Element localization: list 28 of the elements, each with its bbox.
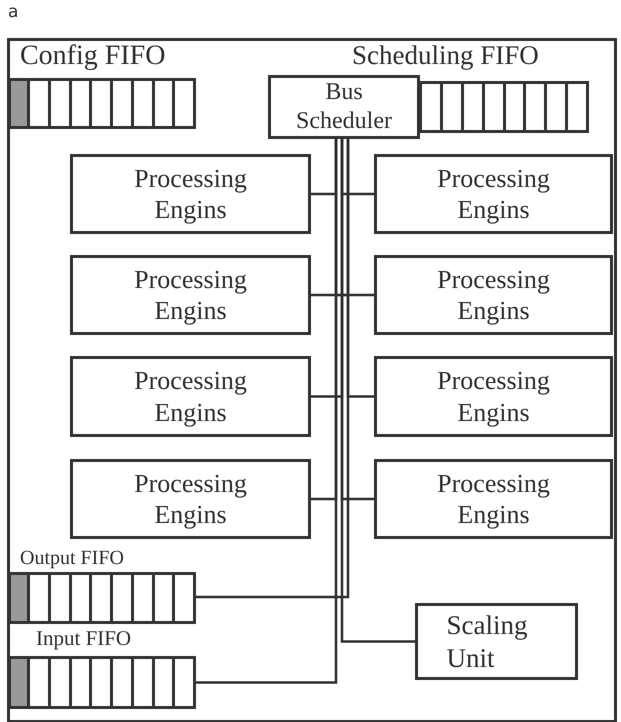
unit-box bbox=[70, 459, 311, 539]
box-label: Processing Engins bbox=[133, 365, 248, 428]
queue-label: Scheduling FIFO bbox=[352, 42, 539, 69]
bus-line bbox=[340, 139, 415, 643]
box-label: Processing Engins bbox=[436, 365, 551, 428]
unit-box bbox=[70, 154, 311, 234]
box-label: Processing Engins bbox=[436, 162, 551, 226]
bus-line bbox=[196, 139, 338, 684]
queue-label: Input FIFO bbox=[36, 628, 132, 649]
unit-box bbox=[374, 154, 613, 234]
unit-box bbox=[70, 356, 311, 437]
queue-label: Output FIFO bbox=[20, 548, 124, 568]
unit-box bbox=[374, 459, 613, 539]
box-label: Processing Engins bbox=[133, 468, 248, 530]
unit-box bbox=[374, 356, 613, 437]
box-label: Bus Scheduler bbox=[295, 78, 393, 136]
unit-box bbox=[374, 255, 613, 335]
queue-label: Config FIFO bbox=[20, 42, 166, 70]
box-label: Processing Engins bbox=[133, 264, 248, 326]
scheduler-box bbox=[268, 75, 420, 139]
unit-box bbox=[70, 255, 311, 335]
box-label: Processing Engins bbox=[133, 162, 248, 226]
box-label: Processing Engins bbox=[436, 264, 551, 326]
unit-box bbox=[415, 603, 578, 680]
bus-line bbox=[196, 139, 350, 598]
panel-letter: a bbox=[8, 2, 18, 22]
box-label: Scaling Unit bbox=[446, 609, 528, 674]
box-label: Processing Engins bbox=[436, 468, 551, 530]
